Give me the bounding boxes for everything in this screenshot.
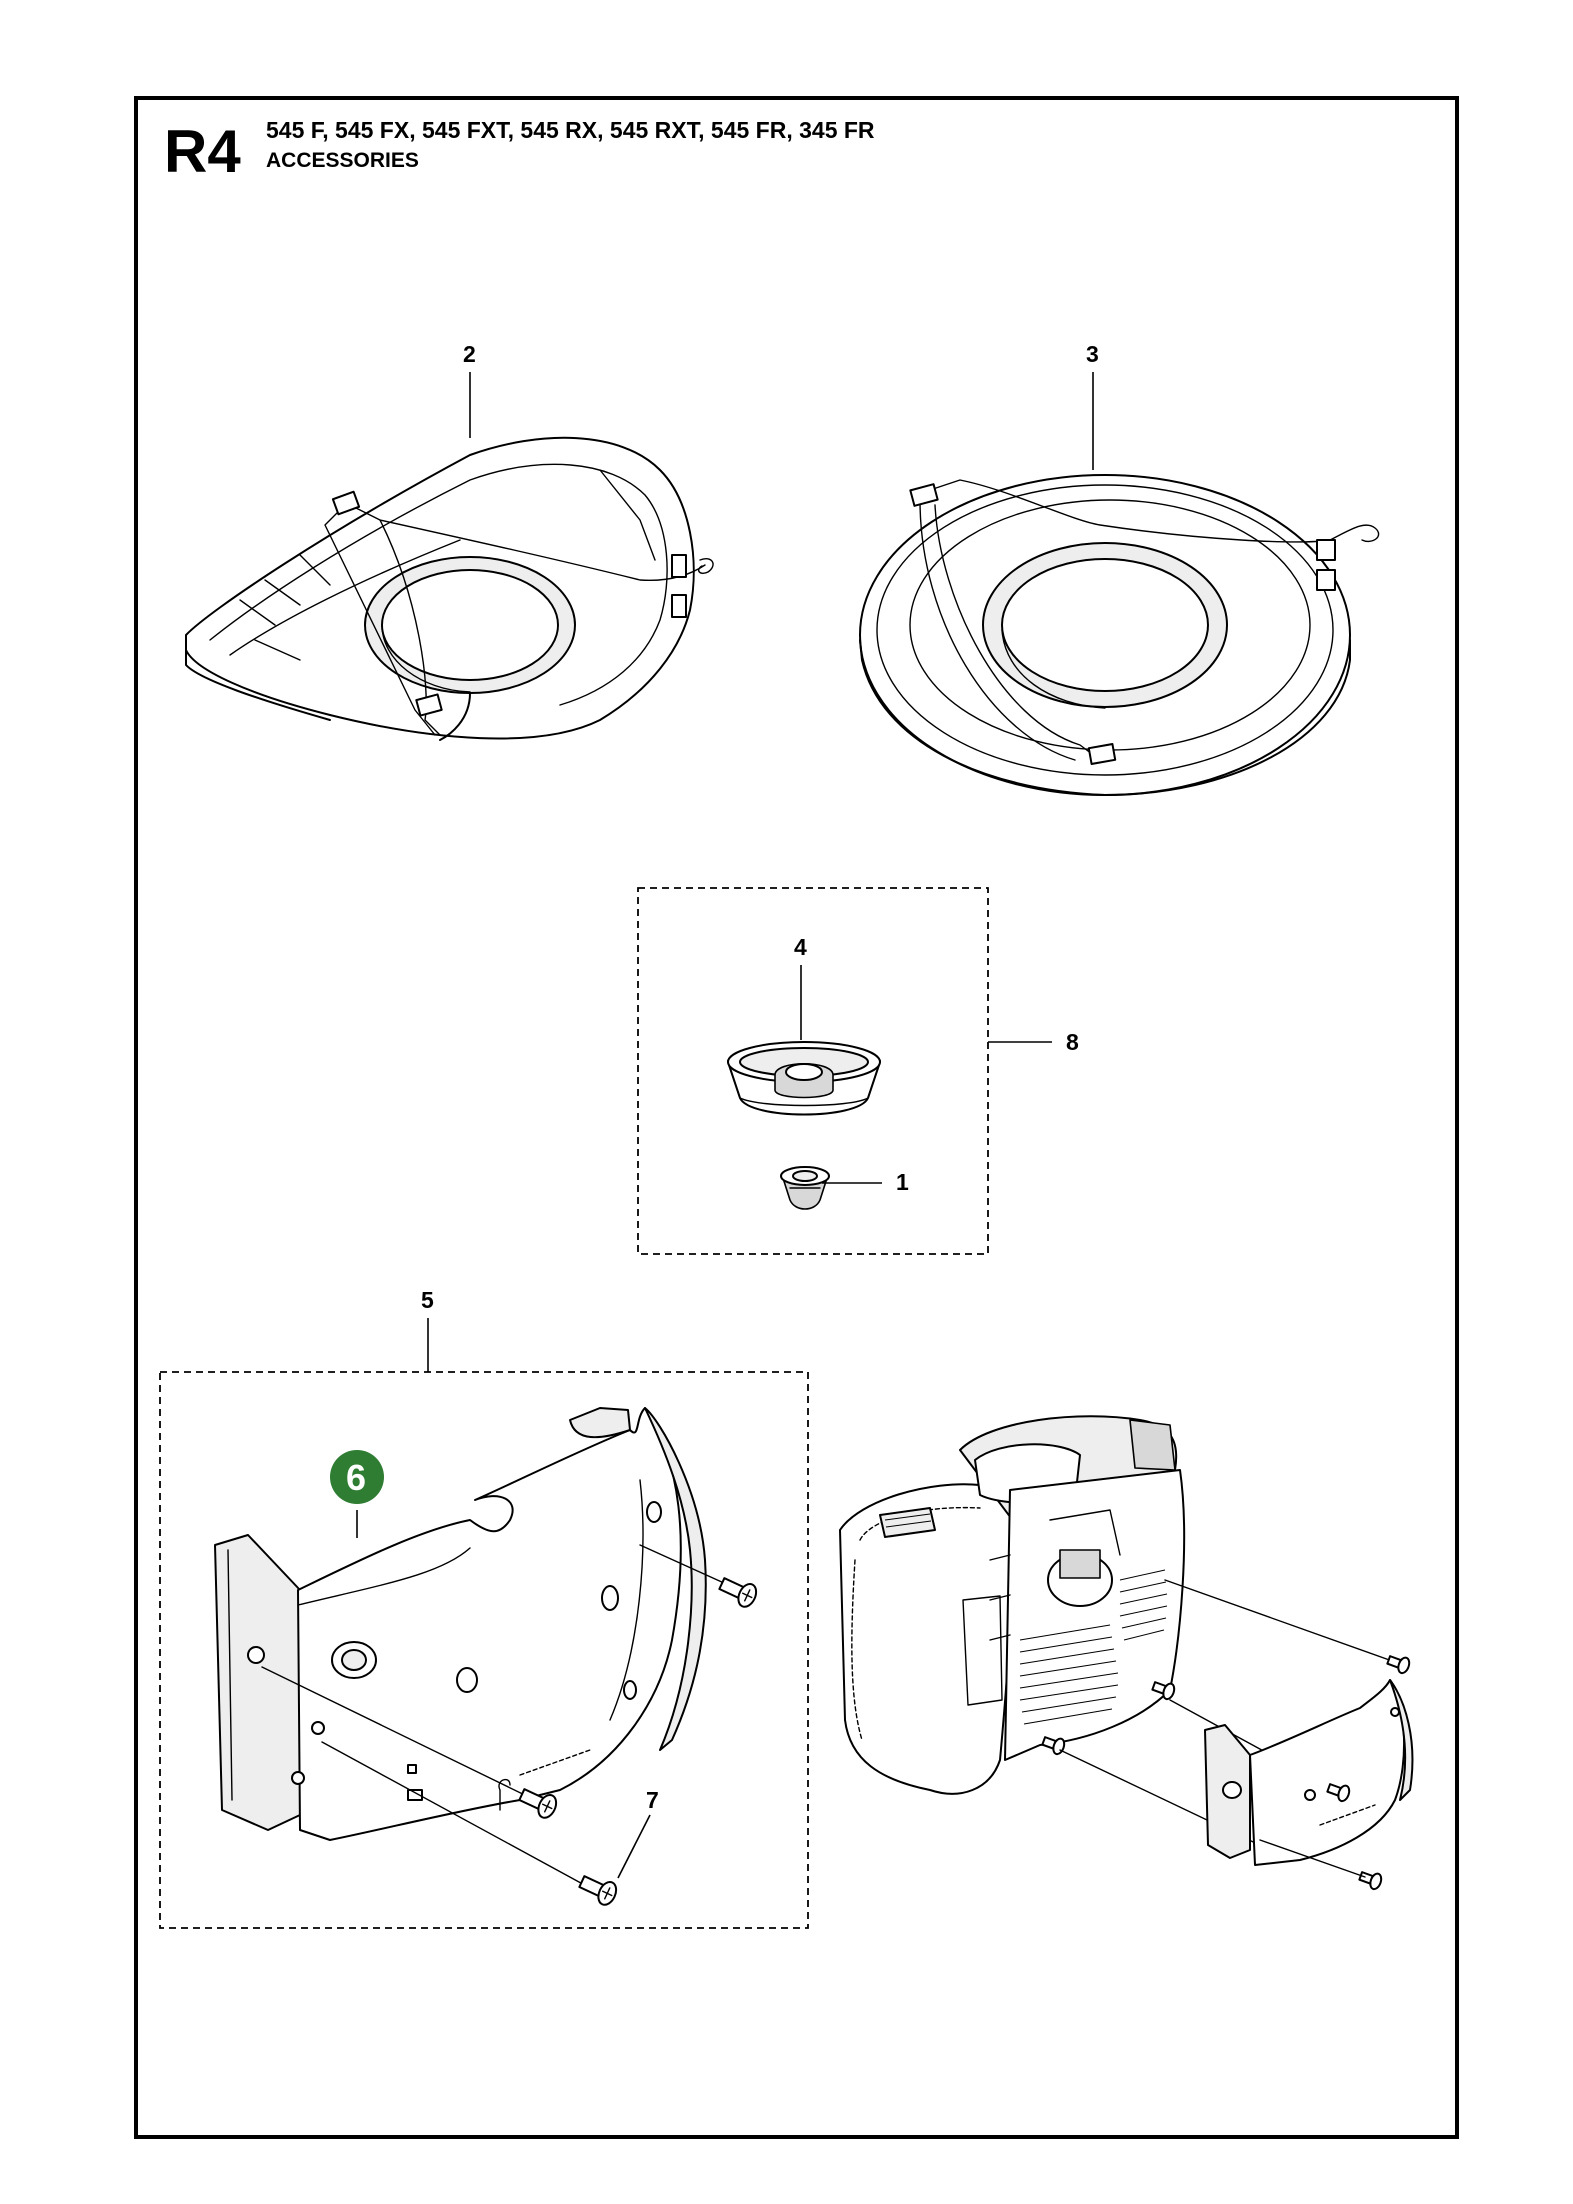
callout-8: 8 — [1066, 1029, 1079, 1055]
part-4-cup — [727, 1041, 881, 1116]
callout-5: 5 — [421, 1287, 434, 1313]
kit-8-dashed-box — [637, 887, 989, 1255]
page-code: R4 — [164, 118, 241, 185]
model-list: 545 F, 545 FX, 545 FXT, 545 RX, 545 RXT,… — [266, 117, 875, 143]
callout-2: 2 — [463, 341, 476, 367]
part-6-cylinder-cover — [214, 1407, 707, 1841]
callout-7: 7 — [646, 1787, 659, 1813]
part-7-screws — [261, 1544, 758, 1906]
callout-3: 3 — [1086, 341, 1099, 367]
callout-4: 4 — [794, 934, 807, 960]
callout-6-highlight — [330, 1450, 384, 1504]
section-title: ACCESSORIES — [266, 149, 419, 172]
callout-6: 6 — [346, 1457, 366, 1498]
engine-assembly-illustration — [839, 1415, 1186, 1795]
page-frame — [134, 96, 1459, 2139]
leader-7 — [617, 1814, 651, 1879]
cover-assembled-view — [1059, 1579, 1414, 1891]
callout-1: 1 — [896, 1169, 909, 1195]
part-3-round-guard — [859, 474, 1380, 796]
part-1-nut — [780, 1166, 830, 1210]
kit-5-dashed-box — [159, 1371, 809, 1929]
part-2-trimmer-guard — [185, 436, 714, 741]
